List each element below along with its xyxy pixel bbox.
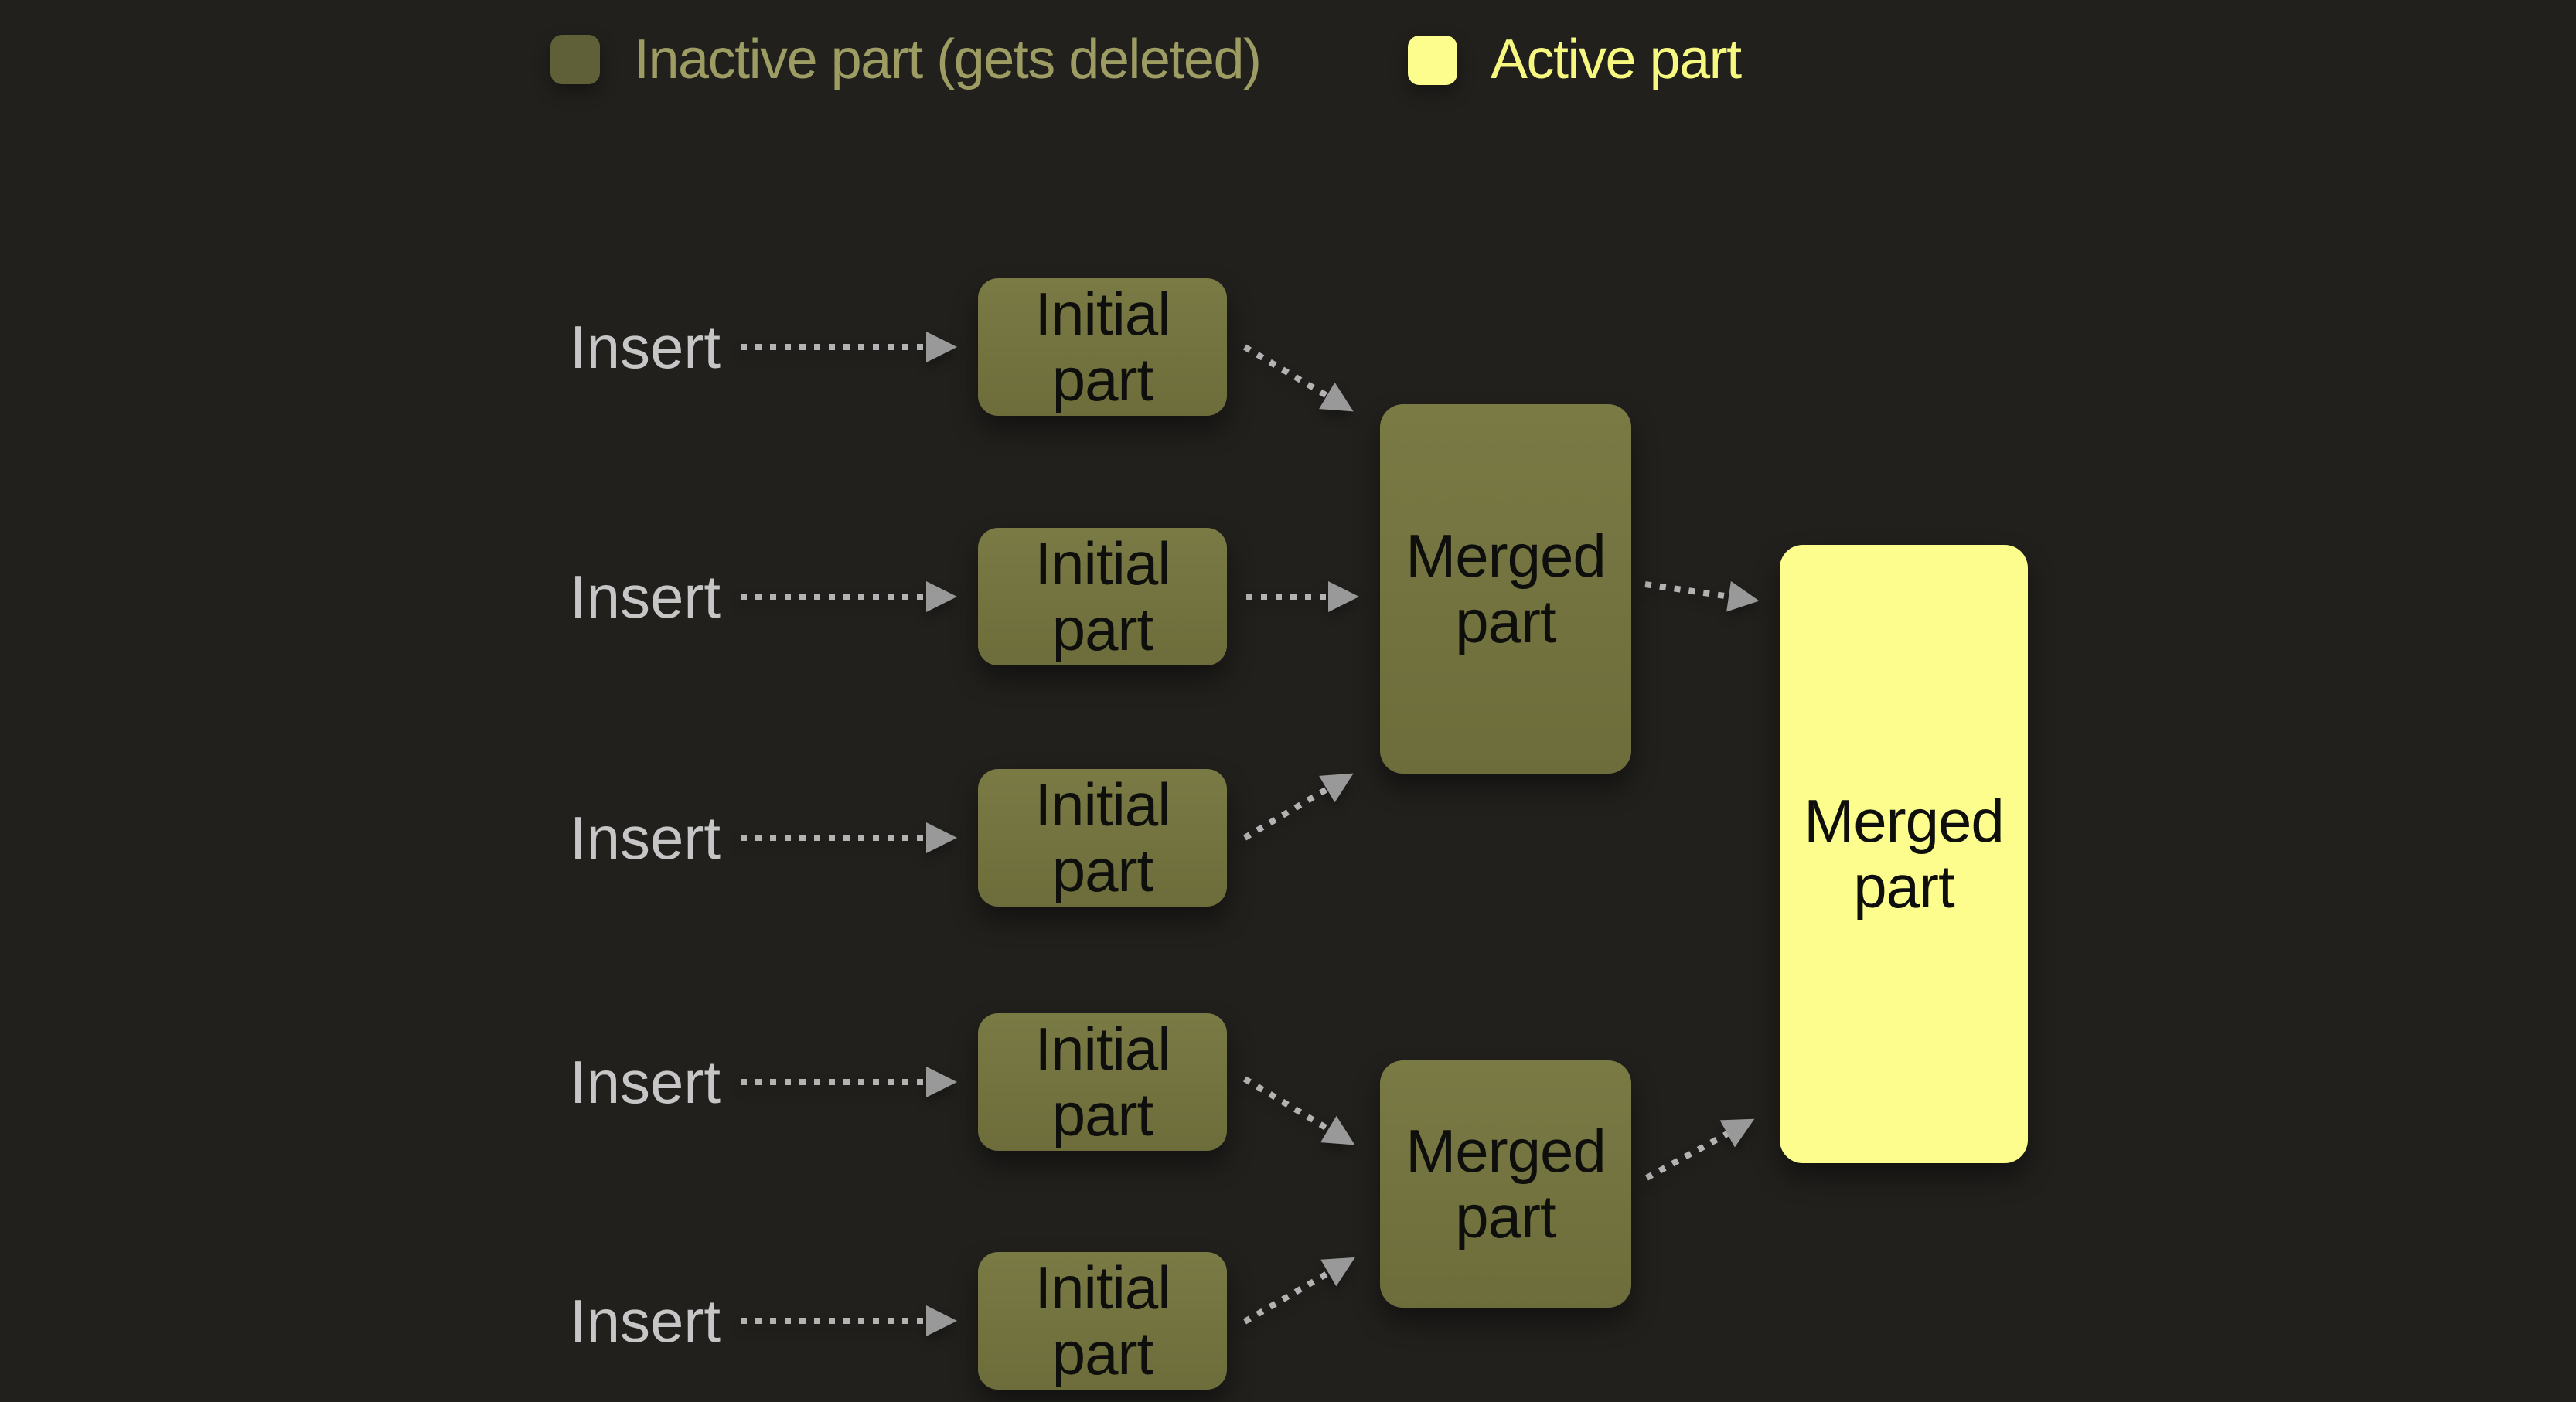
inactive-part-legend-label: Inactive part (gets deleted) xyxy=(634,29,1262,90)
final-merged-part-line1: Merged xyxy=(1804,787,2004,855)
initial-part-node-5: Initial part xyxy=(978,1252,1227,1390)
initial-part-node-3-line1: Initial xyxy=(1034,771,1170,839)
insert-label-3: Insert xyxy=(569,804,721,872)
merged-part-node-1: Merged part xyxy=(1380,404,1631,774)
merged-part-node-2-line1: Merged xyxy=(1406,1117,1606,1185)
initial-part-node-1-line2: part xyxy=(1051,345,1153,413)
initial-part-node-2-line1: Initial xyxy=(1034,529,1170,597)
merged-part-node-1-line1: Merged xyxy=(1406,522,1606,590)
insert-label-1: Insert xyxy=(569,313,721,381)
active-part-swatch-icon xyxy=(1408,36,1457,85)
initial-part-node-3-line2: part xyxy=(1051,836,1153,904)
active-part-legend-label: Active part xyxy=(1491,29,1742,90)
inactive-part-swatch-icon xyxy=(550,35,600,84)
initial-part-node-5-line2: part xyxy=(1051,1319,1153,1387)
merged-part-node-2-line2: part xyxy=(1455,1183,1556,1251)
initial-part-node-3: Initial part xyxy=(978,769,1227,907)
initial-part-node-4-line2: part xyxy=(1051,1080,1153,1148)
arrow-merged2-to-final xyxy=(1645,1118,1755,1181)
initial-part-node-1: Initial part xyxy=(978,278,1227,416)
final-merged-part-line2: part xyxy=(1853,852,1954,920)
insert-label-2: Insert xyxy=(569,563,721,631)
arrow-initial5-to-merged2 xyxy=(1242,1257,1355,1325)
initial-part-node-2-line2: part xyxy=(1051,595,1153,663)
arrow-initial1-to-merged1 xyxy=(1242,344,1354,412)
merged-part-node-2: Merged part xyxy=(1380,1060,1631,1308)
initial-part-node-4-line1: Initial xyxy=(1034,1015,1170,1083)
insert-label-4: Insert xyxy=(569,1048,721,1116)
initial-part-node-2: Initial part xyxy=(978,528,1227,665)
final-merged-part-node: Merged part xyxy=(1780,545,2028,1163)
arrow-initial4-to-merged2 xyxy=(1242,1076,1355,1145)
arrow-merged1-to-final xyxy=(1644,580,1760,612)
initial-part-node-5-line1: Initial xyxy=(1034,1254,1170,1322)
arrow-initial3-to-merged1 xyxy=(1242,773,1354,841)
insert-label-5: Insert xyxy=(569,1287,721,1355)
merged-part-node-1-line2: part xyxy=(1455,587,1556,655)
initial-part-node-1-line1: Initial xyxy=(1034,280,1170,348)
initial-part-node-4: Initial part xyxy=(978,1013,1227,1151)
